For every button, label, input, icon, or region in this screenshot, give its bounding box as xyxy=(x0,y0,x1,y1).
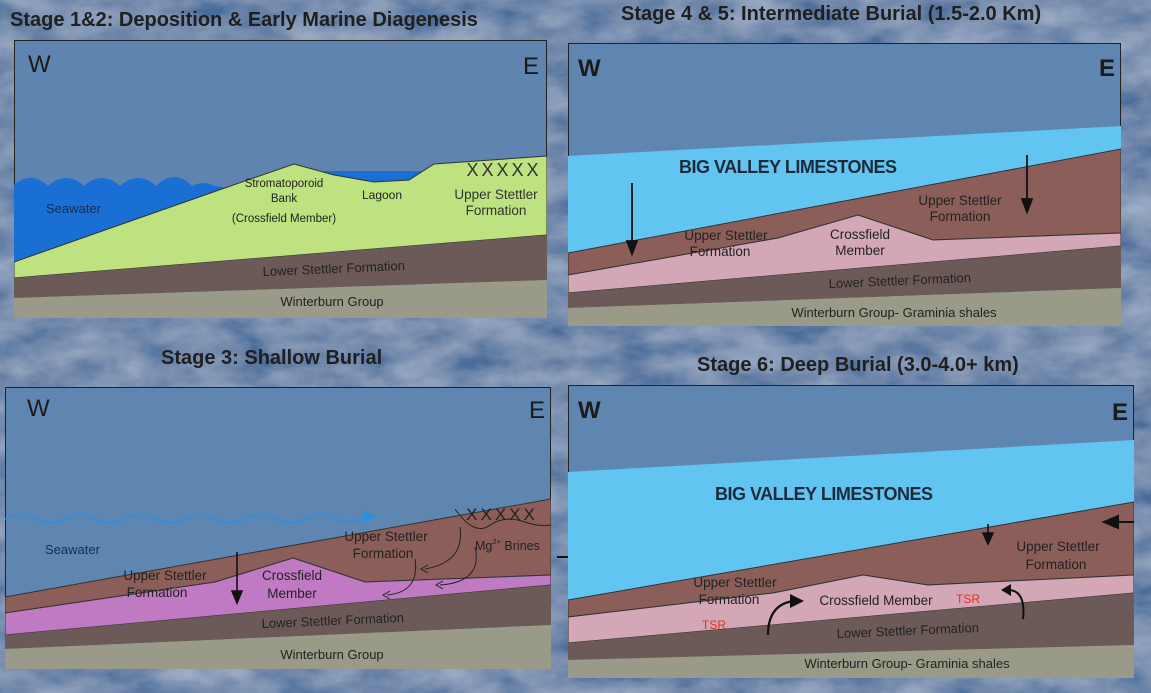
stage6-upper-right-label-2: Formation xyxy=(1026,557,1087,572)
stage6-tsr-label-left: TSR xyxy=(702,618,726,632)
stage3-brines-label: Mg2+ Brines xyxy=(475,537,540,553)
stage12-lagoon-label: Lagoon xyxy=(362,188,402,202)
stage45-lower-label: Lower Stettler Formation xyxy=(828,270,971,291)
stage3-winterburn-label: Winterburn Group xyxy=(280,647,383,662)
stage45-arrow-down-left xyxy=(625,183,639,257)
stage3-seawater-flow-arrow xyxy=(5,511,377,524)
stage6-panel: W E BIG VALLEY LIMESTONES Upper Stettler… xyxy=(568,385,1134,678)
stage12-panel: W E Seawater Stromatoporoid Bank (Crossf… xyxy=(14,40,547,318)
stage3-upper-right-label-1: Upper Stettler xyxy=(344,529,428,544)
stage45-arrow-down-right xyxy=(1020,155,1034,215)
stage12-green-platform xyxy=(14,155,547,279)
stage3-west-label: W xyxy=(27,395,50,422)
stage3-upper-right-label-2: Formation xyxy=(353,546,414,561)
stage6-upper-left-label-1: Upper Stettler xyxy=(693,575,777,590)
stage6-title: Stage 6: Deep Burial (3.0-4.0+ km) xyxy=(697,354,1019,376)
stage45-west-label: W xyxy=(578,55,601,82)
stage45-east-label: E xyxy=(1099,55,1115,82)
stage12-title: Stage 1&2: Deposition & Early Marine Dia… xyxy=(10,9,478,31)
stage6-winterburn-label: Winterburn Group- Graminia shales xyxy=(804,656,1010,671)
stage6-curved-arrow-left xyxy=(766,594,804,636)
stage45-upper-left-label-2: Formation xyxy=(690,244,751,259)
stage6-winterburn xyxy=(568,645,1134,678)
stage6-upper-right-label-1: Upper Stettler xyxy=(1016,539,1100,554)
stage6-west-label: W xyxy=(578,397,601,424)
stage3-brines-boundary xyxy=(454,508,551,529)
stage12-lower-stettler xyxy=(14,235,547,298)
stage45-title: Stage 4 & 5: Intermediate Burial (1.5-2.… xyxy=(621,3,1042,25)
stage45-lower-stettler xyxy=(568,246,1121,308)
stage45-winterburn xyxy=(568,288,1121,326)
stage12-bank-label-3: (Crossfield Member) xyxy=(232,213,336,225)
stage3-crossfield-label-2: Member xyxy=(267,586,317,601)
stage12-upper-label-2: Formation xyxy=(466,203,527,218)
stage3-east-label: E xyxy=(529,397,545,424)
stage45-upper-right-label-2: Formation xyxy=(930,209,991,224)
stage3-arrow-down xyxy=(230,552,244,606)
stage6-upper-left-label-2: Formation xyxy=(699,592,760,607)
stage3-crossfield-label-1: Crossfield xyxy=(262,568,322,583)
stage12-winterburn-label: Winterburn Group xyxy=(280,294,383,309)
stage3-winterburn xyxy=(5,625,551,669)
stage6-east-label: E xyxy=(1112,399,1128,426)
stage3-lower-label: Lower Stettler Formation xyxy=(261,610,404,631)
stage45-upper-left-label-1: Upper Stettler xyxy=(684,228,768,243)
stage45-upper-right-label-1: Upper Stettler xyxy=(918,193,1002,208)
stage6-arrow-down xyxy=(981,524,995,546)
stage3-seawater-label: Seawater xyxy=(45,542,101,557)
stage45-crossfield-label-1: Crossfield xyxy=(830,227,890,242)
stage6-limestones-label: BIG VALLEY LIMESTONES xyxy=(715,484,933,504)
stage6-curved-arrow-right xyxy=(1001,584,1025,620)
stage6-crossfield-label: Crossfield Member xyxy=(819,593,933,608)
stage6-tsr-label-right: TSR xyxy=(956,592,980,606)
stage12-seawater-label: Seawater xyxy=(46,201,102,216)
stage12-upper-label-1: Upper Stettler xyxy=(454,187,538,202)
stage12-bank-label-1: Stromatoporoid xyxy=(245,178,324,190)
stage3-lower-stettler xyxy=(5,585,551,649)
stage6-lower-label: Lower Stettler Formation xyxy=(836,620,979,641)
stage3-upper-left-label-2: Formation xyxy=(127,585,188,600)
stage3-panel: Seawater W E XXXXX Mg2+ Brines Upper Ste… xyxy=(5,387,551,669)
stage3-brine-flow-arrows xyxy=(381,526,477,600)
stage12-lower-label: Lower Stettler Formation xyxy=(262,258,405,279)
stage12-x-marks: XXXXX xyxy=(466,160,541,180)
stage45-winterburn-label: Winterburn Group- Graminia shales xyxy=(791,305,997,320)
stage3-title: Stage 3: Shallow Burial xyxy=(161,347,383,369)
stage45-crossfield-label-2: Member xyxy=(835,243,885,258)
stage3-x-marks: XXXXX xyxy=(466,505,538,524)
stage12-winterburn xyxy=(14,280,547,318)
stage45-panel: W E BIG VALLEY LIMESTONES Upper Stettler… xyxy=(568,43,1121,326)
stage6-lower-stettler xyxy=(568,593,1134,660)
stage12-east-label: E xyxy=(523,53,539,80)
stage45-crossfield-member xyxy=(568,214,1121,294)
stage12-bank-label-2: Bank xyxy=(271,193,297,205)
stage12-west-label: W xyxy=(28,51,51,78)
stage6-arrow-from-east xyxy=(1101,514,1134,530)
stage3-upper-left-label-1: Upper Stettler xyxy=(123,568,207,583)
stage6-limestone-layer xyxy=(568,440,1134,600)
stage45-limestones-label: BIG VALLEY LIMESTONES xyxy=(679,157,897,177)
